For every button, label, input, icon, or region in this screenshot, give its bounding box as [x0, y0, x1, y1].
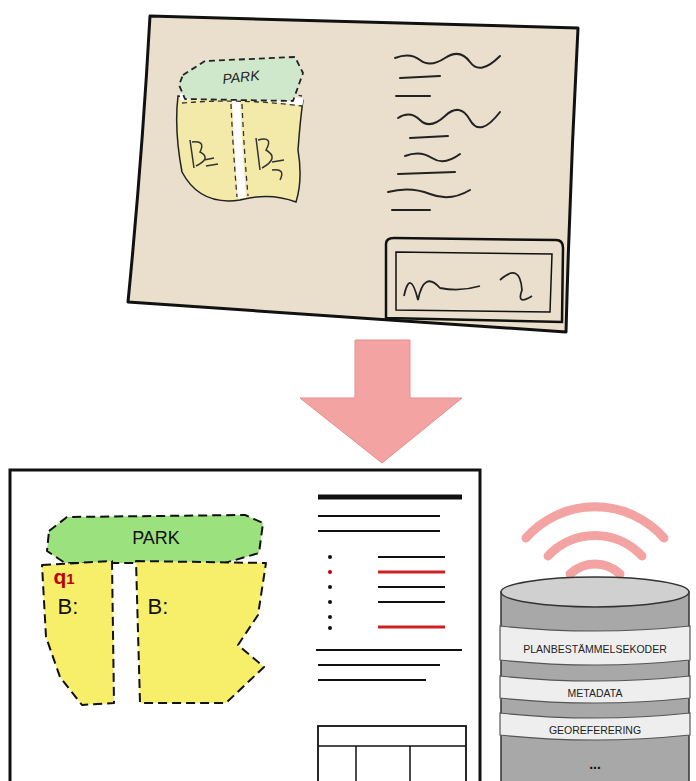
conversion-arrow	[300, 340, 462, 463]
signature-box	[386, 238, 563, 322]
road-edge	[231, 104, 248, 197]
node-label: PARK	[222, 68, 260, 87]
bullet	[328, 555, 332, 559]
scribble	[190, 140, 218, 168]
text-line	[378, 601, 445, 603]
handwriting-line	[400, 76, 440, 78]
node-label: METADATA	[568, 688, 623, 700]
building-zone: q1B:	[40, 555, 124, 705]
building-zone: B:	[130, 555, 270, 705]
park-area: PARK	[175, 55, 305, 103]
signature	[404, 273, 532, 300]
signal-arc	[570, 564, 620, 574]
text-slot: PARK	[132, 529, 180, 549]
node-label: q1	[53, 565, 74, 588]
table-rule	[409, 746, 411, 781]
plot-area	[177, 96, 303, 202]
handwriting-line	[395, 54, 500, 68]
node-label: GEOREFERERING	[549, 725, 641, 737]
scribble	[256, 138, 284, 180]
band-outline	[500, 713, 690, 740]
text-line	[318, 664, 440, 666]
text-line	[318, 679, 426, 681]
signal-arc	[548, 535, 642, 556]
node-label: B:	[58, 595, 79, 619]
database-band: GEOREFERERING	[500, 713, 690, 743]
handwriting-line	[405, 153, 460, 161]
node-label: PARK	[132, 529, 180, 549]
database-cylinder: ... PLANBESTÄMMELSEKODER METADATA GEOREFERE…	[500, 576, 690, 781]
handwriting-line	[410, 136, 448, 138]
bullet	[328, 615, 332, 619]
text-line	[318, 515, 440, 517]
text-line	[378, 571, 445, 574]
database-band: PLANBESTÄMMELSEKODER	[500, 626, 690, 668]
paper-sheet	[128, 16, 578, 332]
region-outline	[42, 561, 114, 705]
cylinder-body	[501, 592, 689, 781]
region-outline	[179, 57, 303, 101]
handwriting-line	[388, 189, 470, 197]
road	[236, 100, 242, 198]
handwriting-line	[392, 209, 430, 211]
table	[318, 726, 466, 781]
text-slot: B:	[58, 595, 79, 619]
bullet	[328, 585, 332, 589]
cylinder-top	[501, 577, 689, 607]
text-line	[378, 556, 445, 558]
region-outline	[47, 515, 263, 563]
handwriting	[388, 54, 500, 210]
wireless-signal	[526, 507, 664, 574]
node-label: ...	[589, 757, 601, 772]
bullet	[328, 570, 332, 574]
node-label: B:	[148, 595, 169, 619]
text-slot: GEOREFERERING	[549, 720, 641, 738]
park-zone: PARK	[45, 513, 267, 565]
text-line	[378, 626, 445, 629]
text-slot: ...	[589, 755, 601, 773]
region-outline	[136, 561, 266, 703]
text-line	[378, 586, 445, 588]
text-slot: q1	[53, 565, 74, 588]
handwriting-line	[396, 95, 430, 97]
text-line	[318, 530, 440, 532]
text-slot: METADATA	[568, 683, 623, 701]
handwriting-line	[398, 110, 500, 127]
plan-text-lines	[316, 497, 462, 680]
database-band: METADATA	[500, 676, 690, 706]
band-outline	[500, 676, 690, 703]
text-line	[318, 495, 462, 500]
text-slot: PARK	[222, 66, 261, 88]
building-zone-outline	[130, 555, 270, 705]
plan-panel	[10, 470, 480, 781]
building-zone-outline	[40, 555, 124, 705]
table-rule	[355, 746, 357, 781]
handwriting-line	[398, 172, 455, 174]
bullet	[328, 600, 332, 604]
table-rule	[318, 745, 466, 747]
text-slot: B:	[148, 595, 169, 619]
text-line	[316, 649, 462, 651]
signature-box	[396, 252, 552, 312]
bullet	[328, 626, 332, 630]
text-slot: PLANBESTÄMMELSEKODER	[523, 639, 667, 657]
node-label: PLANBESTÄMMELSEKODER	[523, 644, 667, 656]
band-outline	[500, 626, 690, 665]
